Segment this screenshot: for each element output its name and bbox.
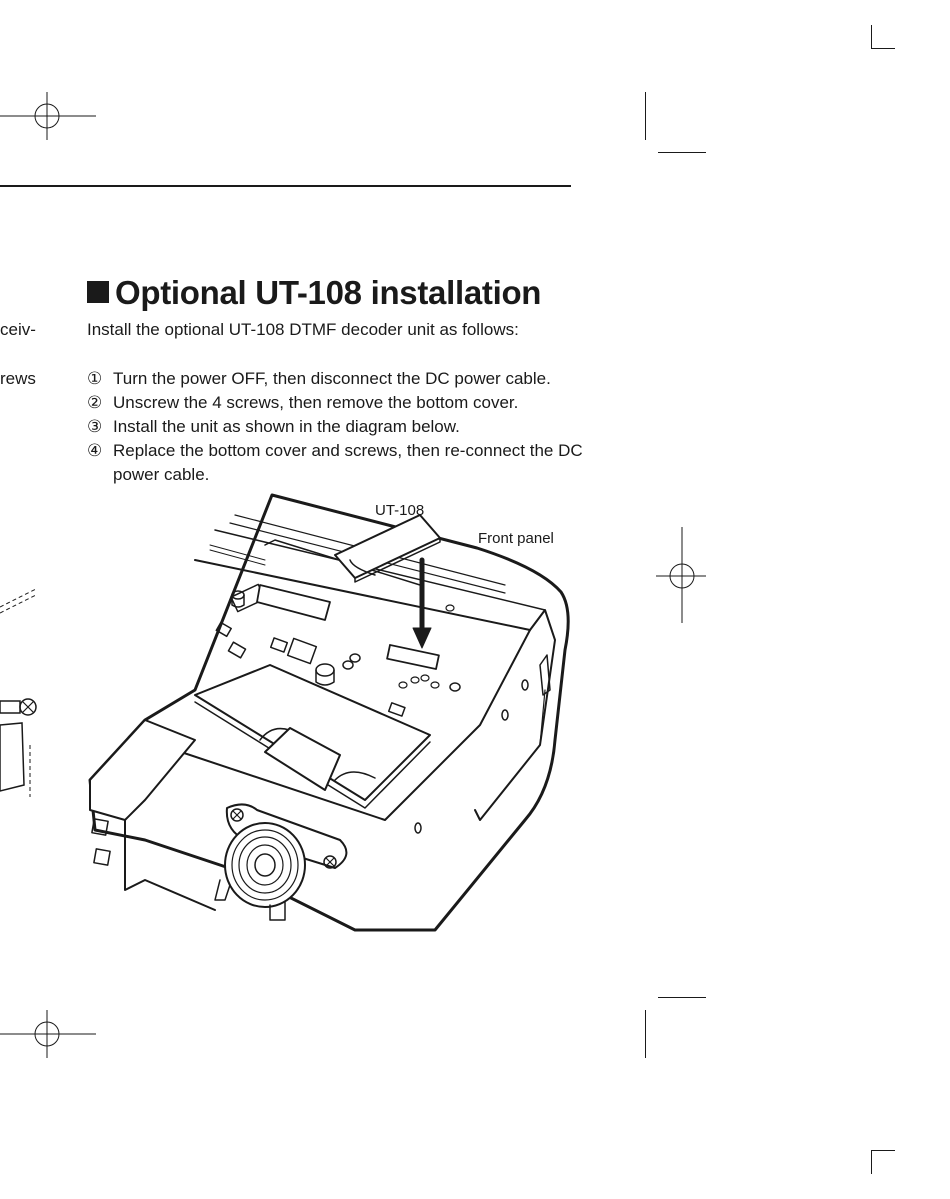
step-number: ④ [87,441,103,460]
list-item: ② Unscrew the 4 screws, then remove the … [87,391,587,415]
step-number: ① [87,369,103,388]
section-intro: Install the optional UT-108 DTMF decoder… [87,320,519,339]
left-column-fragment: rews [0,369,36,388]
section-heading: Optional UT-108 installation [87,274,541,312]
registration-mark-top-left [0,92,96,140]
step-number: ③ [87,417,103,436]
list-item: ④ Replace the bottom cover and screws, t… [87,439,587,487]
heading-square-bullet-icon [87,281,109,303]
step-text: Turn the power OFF, then disconnect the … [113,369,551,388]
step-text: Unscrew the 4 screws, then remove the bo… [113,393,519,412]
left-column-illustration-fragment [0,588,37,797]
step-text: Install the unit as shown in the diagram… [113,417,460,436]
header-rule [0,185,571,187]
front-panel-label: Front panel [478,530,554,547]
registration-mark-right-middle [656,527,706,623]
left-column-fragment: ceiv- [0,320,36,339]
step-list: ① Turn the power OFF, then disconnect th… [87,367,587,487]
transceiver-underside-illustration: UT-108 Front panel [88,493,570,932]
list-item: ① Turn the power OFF, then disconnect th… [87,367,587,391]
step-number: ② [87,393,103,412]
installation-diagram: UT-108 Front panel [85,490,585,950]
section-title: Optional UT-108 installation [115,274,542,311]
list-item: ③ Install the unit as shown in the diagr… [87,415,587,439]
registration-mark-bottom-left [0,1010,96,1058]
ut-108-label: UT-108 [375,502,424,519]
step-text: Replace the bottom cover and screws, the… [113,441,583,484]
